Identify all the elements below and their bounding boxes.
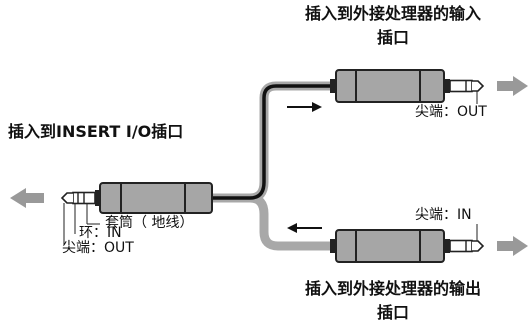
signal-direction-arrow-icon <box>287 102 322 112</box>
processor-output-label-line2: 插口 <box>376 303 409 322</box>
plug-tip <box>60 192 73 204</box>
plug-body <box>335 229 445 263</box>
send-ts-plug <box>330 69 485 104</box>
right-arrow-icon <box>497 76 528 96</box>
plug-tip <box>472 80 485 92</box>
plug-shaft <box>449 239 473 253</box>
right-arrow-icon <box>497 236 528 256</box>
left-arrow-icon <box>10 188 44 208</box>
processor-output-label-line1: 插入到外接处理器的输出 <box>304 279 481 298</box>
return-ts-plug <box>330 224 485 263</box>
tip-in-right-label: 尖端：IN <box>415 207 472 223</box>
plug-tip <box>472 240 485 252</box>
processor-input-label-line1: 插入到外接处理器的输入 <box>304 4 481 23</box>
plug-body <box>335 69 445 103</box>
y-cable <box>212 81 334 251</box>
plug-shaft <box>449 79 473 93</box>
signal-direction-arrow-icon <box>287 223 322 233</box>
processor-input-label-line2: 插口 <box>376 28 409 47</box>
ring-in-label: 环：IN <box>79 225 122 241</box>
tip-out-left-label: 尖端：OUT <box>62 240 134 256</box>
tip-out-right-label: 尖端：OUT <box>415 104 487 120</box>
plug-body <box>99 182 213 214</box>
insert-io-label: 插入到INSERT I/O插口 <box>8 122 184 141</box>
cable-black-send <box>212 84 334 200</box>
sleeve-ground-label: 套筒（ 地线） <box>105 215 194 231</box>
left-trs-plug <box>60 182 213 244</box>
